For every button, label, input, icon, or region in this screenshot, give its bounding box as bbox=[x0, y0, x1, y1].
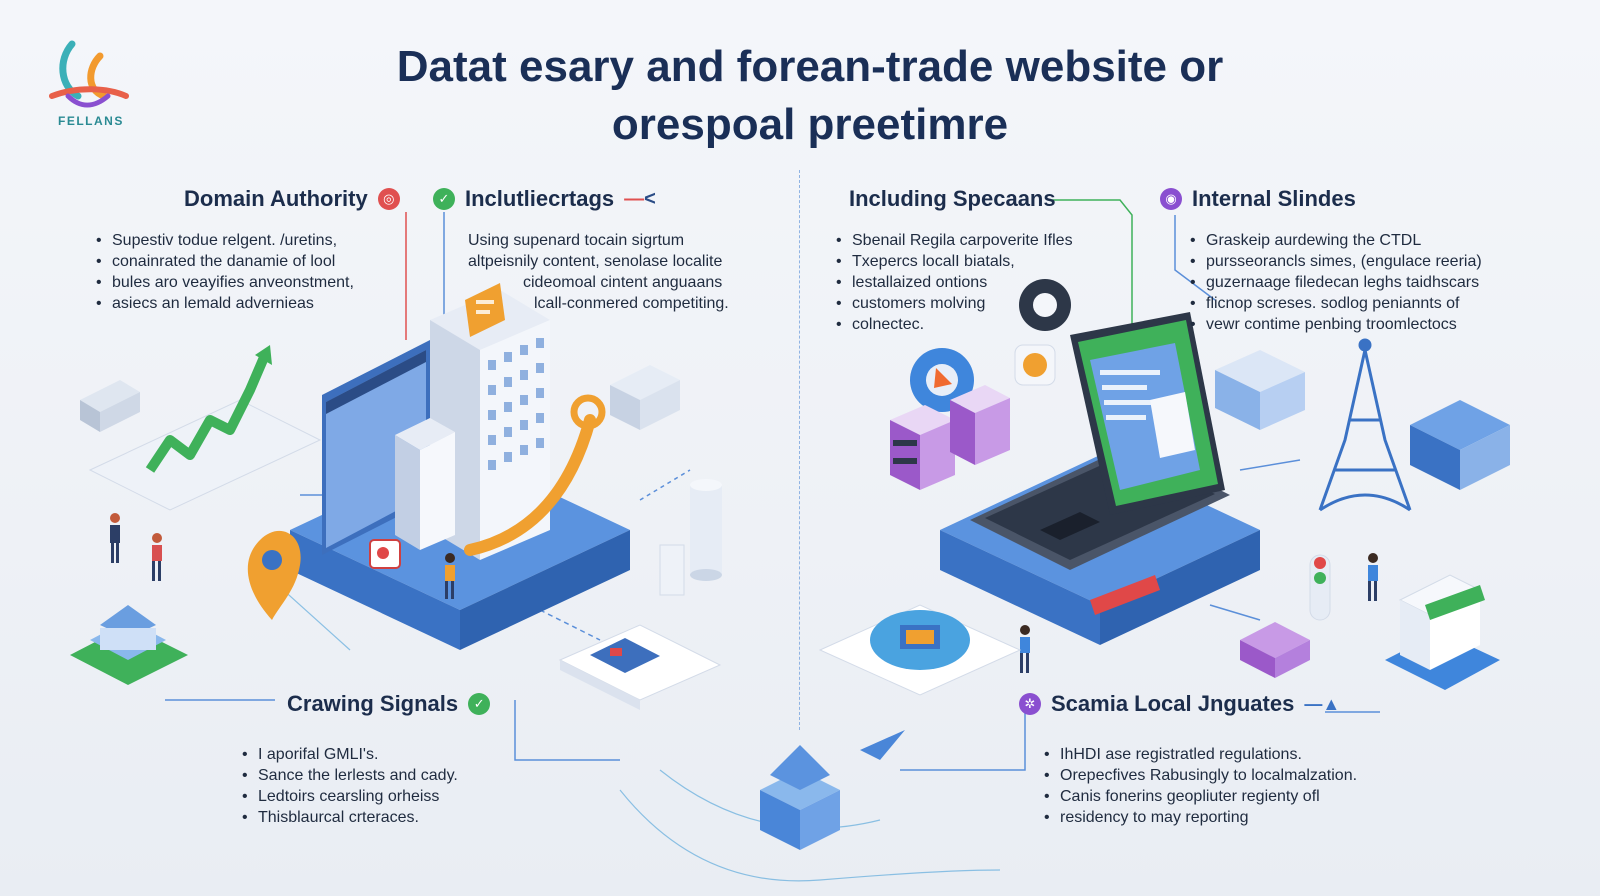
heading-crawling-signals: Crawing Signals ✓ bbox=[287, 691, 491, 717]
center-divider bbox=[799, 170, 800, 730]
list-item: Orepecfives Rabusingly to localmalzation… bbox=[1044, 765, 1357, 786]
orange-sign-icon bbox=[465, 283, 505, 337]
government-building-icon bbox=[1410, 400, 1510, 490]
document-stack-icon bbox=[1385, 574, 1500, 690]
person-figure bbox=[445, 553, 455, 599]
list-item: customers molving bbox=[836, 293, 1073, 314]
list-item: guzernaage filedecan leghs taidhscars bbox=[1190, 272, 1482, 293]
list-domain-authority: Supestiv todue relgent. /uretins, conain… bbox=[96, 230, 354, 314]
list-item: Sance the lerlests and cady. bbox=[242, 765, 458, 786]
person-figure bbox=[1368, 553, 1378, 601]
list-item: Sbenail Regila carpoverite Ifles bbox=[836, 230, 1073, 251]
location-pin-icon bbox=[247, 530, 301, 620]
red-label-tag bbox=[1090, 575, 1160, 615]
green-trend-chart bbox=[88, 345, 322, 511]
gear-icon bbox=[910, 348, 974, 412]
list-item: Ledtoirs cearsling orheiss bbox=[242, 786, 458, 807]
list-item: Graskeip aurdewing the CTDL bbox=[1190, 230, 1482, 251]
eiffel-tower-icon bbox=[1318, 338, 1412, 512]
page-title-line-1: Datat esary and forean-trade website or bbox=[396, 42, 1224, 91]
laptop bbox=[970, 312, 1230, 570]
gear-badge-icon: ✲ bbox=[1019, 693, 1041, 715]
list-item: bules aro veayifies anveonstment, bbox=[96, 272, 354, 293]
growth-arrow bbox=[464, 414, 596, 556]
paragraph-including-tags: Using supenard tocain sigrtum altpeisnil… bbox=[468, 232, 729, 312]
page-title: Datat esary and forean-trade website or … bbox=[300, 38, 1320, 154]
mid-building bbox=[395, 418, 455, 550]
arrow-left-icon: —< bbox=[624, 187, 656, 210]
person-figure bbox=[1020, 625, 1030, 673]
list-crawling-signals: I aporifal GMLI's. Sance the lerlests an… bbox=[242, 744, 458, 828]
server-cylinder bbox=[690, 479, 722, 581]
heading-including-tags: ✓ Inclutliecrtags —< bbox=[433, 186, 656, 212]
heading-including-specs: Including Specaans bbox=[849, 186, 1056, 211]
tag-icon: ✓ bbox=[433, 188, 455, 210]
flag-icon bbox=[369, 539, 401, 569]
office-building-icon bbox=[1215, 350, 1305, 430]
list-item: colnectec. bbox=[836, 314, 1073, 335]
connector-lines bbox=[165, 199, 1380, 771]
list-item: I aporifal GMLI's. bbox=[242, 744, 458, 765]
small-box bbox=[659, 544, 685, 596]
ground-lines bbox=[249, 559, 1001, 882]
small-data-block bbox=[80, 380, 140, 432]
page-title-line-2: orespoal preetimre bbox=[611, 100, 1009, 149]
tablet-card bbox=[558, 624, 722, 710]
list-item: Canis fonerins geopliuter regienty ofl bbox=[1044, 786, 1357, 807]
coin-icon bbox=[1014, 344, 1056, 386]
purple-platform-icon bbox=[1240, 622, 1310, 678]
gray-box-icon bbox=[610, 365, 680, 430]
analytics-dish bbox=[818, 604, 1022, 696]
heading-local-languages: ✲ Scamia Local Jnguates —▲ bbox=[1019, 691, 1340, 717]
heading-domain-authority: Domain Authority ◎ bbox=[184, 186, 400, 212]
house-icon bbox=[760, 745, 840, 850]
list-item: conainrated the danamie of lool bbox=[96, 251, 354, 272]
person-figure bbox=[152, 533, 162, 581]
list-item: Thisblaurcal crteraces. bbox=[242, 807, 458, 828]
list-item: flicnop screses. sodlog peniannts of bbox=[1190, 293, 1482, 314]
check-icon: ✓ bbox=[468, 693, 491, 715]
globe-icon: ◉ bbox=[1160, 188, 1182, 210]
heading-internal-slides: ◉ Internal Slindes bbox=[1160, 186, 1356, 212]
traffic-light-icon bbox=[1309, 554, 1331, 621]
list-item: vewr contime penbing troomlectocs bbox=[1190, 314, 1482, 335]
paper-plane-icon bbox=[860, 730, 905, 760]
museum-building-icon bbox=[70, 605, 188, 685]
server-stack-icon bbox=[890, 385, 1010, 490]
list-item: Txepercs localI biatals, bbox=[836, 251, 1073, 272]
list-internal-slides: Graskeip aurdewing the CTDL pursseorancl… bbox=[1190, 230, 1482, 335]
arrow-right-icon: —▲ bbox=[1304, 693, 1341, 714]
list-item: lestallaized ontions bbox=[836, 272, 1073, 293]
brand-name: FELLANS bbox=[58, 114, 124, 128]
list-item: residency to may reporting bbox=[1044, 807, 1357, 828]
list-item: IhHDI ase registratled regulations. bbox=[1044, 744, 1357, 765]
list-item: Supestiv todue relgent. /uretins, bbox=[96, 230, 354, 251]
brand-logo: FELLANS bbox=[48, 38, 138, 138]
list-local-languages: IhHDI ase registratled regulations. Orep… bbox=[1044, 744, 1357, 828]
person-figure bbox=[110, 513, 120, 563]
list-item: asiecs an lemald advernieas bbox=[96, 293, 354, 314]
brand-logo-mark-icon bbox=[49, 40, 129, 108]
list-including-specs: Sbenail Regila carpoverite Ifles Txeperc… bbox=[836, 230, 1073, 335]
target-icon: ◎ bbox=[377, 188, 400, 210]
list-item: pursseorancls simes, (engulace reeria) bbox=[1190, 251, 1482, 272]
